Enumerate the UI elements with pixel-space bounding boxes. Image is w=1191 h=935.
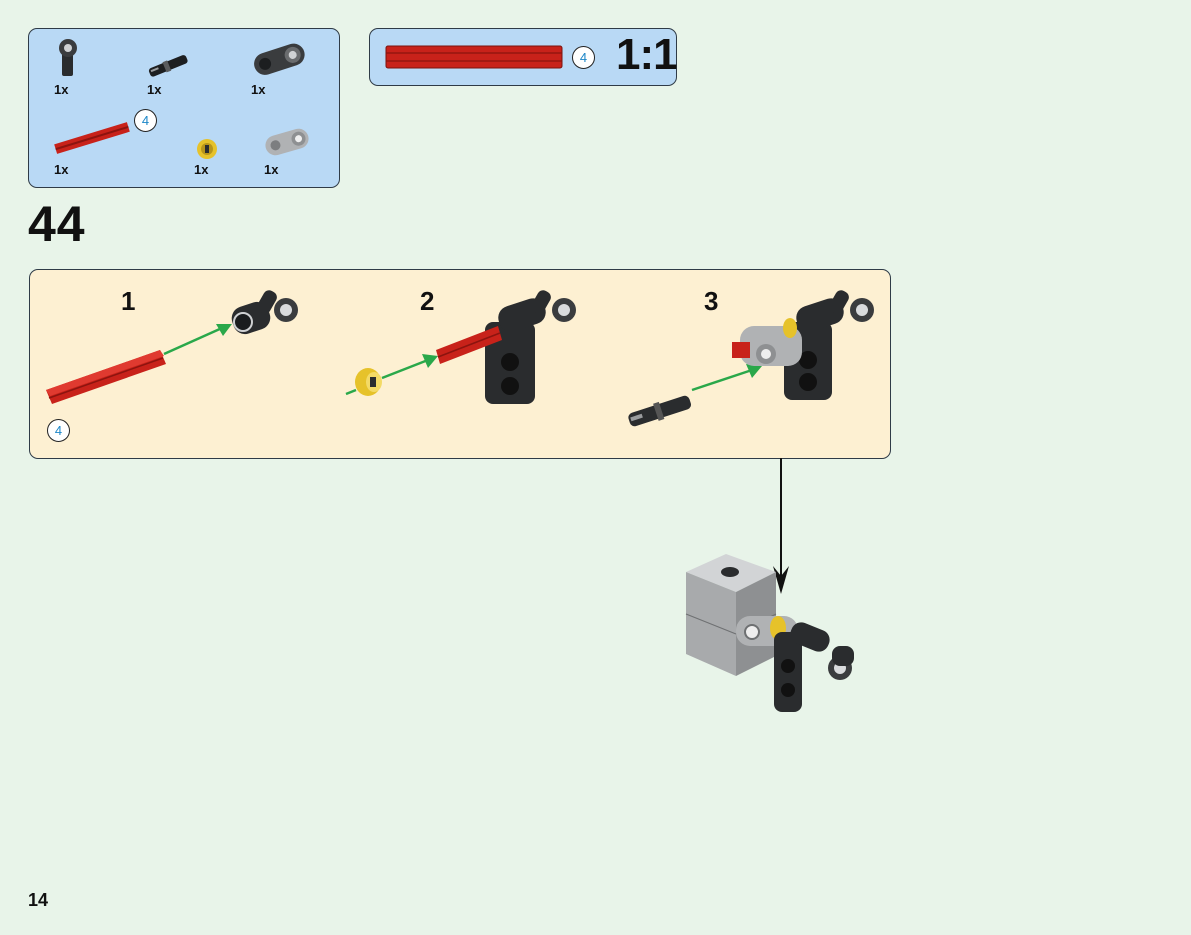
axle-pin-icon	[148, 55, 188, 77]
scale-label: 1:1	[616, 30, 678, 79]
substep-3-illustration	[628, 290, 874, 427]
part-qty: 1x	[54, 82, 69, 97]
substep-number: 1	[121, 286, 136, 316]
placement-arrow	[773, 458, 789, 594]
part-qty: 1x	[251, 82, 266, 97]
pin-connector-dark-icon	[254, 43, 305, 75]
red-axle-icon	[54, 122, 130, 154]
substep-number: 3	[704, 286, 719, 316]
bush-icon	[197, 139, 217, 159]
step-number: 44	[28, 196, 86, 252]
part-qty: 1x	[147, 82, 162, 97]
angle-connector-icon	[59, 39, 77, 76]
axle-length-badge: 4	[134, 109, 157, 132]
axle-length-badge: 4	[47, 419, 70, 442]
substep-number: 2	[420, 286, 435, 316]
substep-1-illustration	[46, 290, 298, 404]
scale-length-badge: 4	[572, 46, 595, 69]
part-qty: 1x	[264, 162, 279, 177]
page-number: 14	[28, 890, 49, 910]
part-qty: 1x	[54, 162, 69, 177]
red-axle-scale-icon	[385, 45, 563, 69]
part-qty: 1x	[194, 162, 209, 177]
pin-connector-light-icon	[265, 128, 309, 156]
final-assembly-illustration	[685, 554, 854, 712]
substep-2-illustration	[345, 290, 576, 404]
